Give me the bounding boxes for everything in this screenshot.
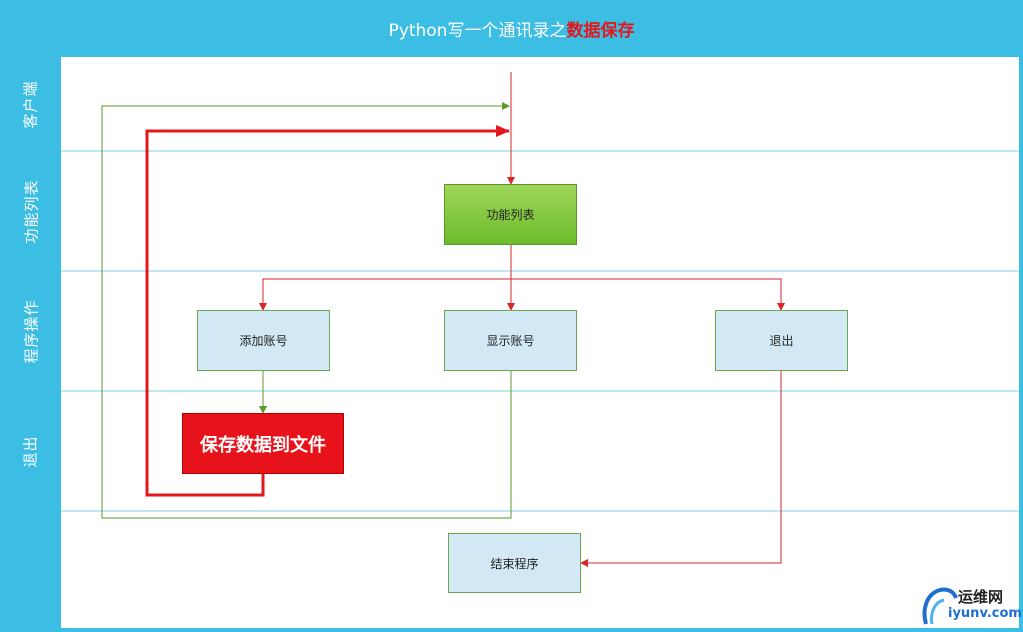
arrow-save-return-loop (145, 125, 510, 497)
node-end-program: 结束程序 (448, 533, 581, 593)
bottom-border (0, 628, 1023, 632)
right-border (1019, 57, 1023, 632)
watermark-url: iyunv.com (948, 606, 1022, 621)
watermark-logo-icon (922, 587, 958, 625)
diagram-title: Python写一个通讯录之数据保存 (0, 0, 1023, 57)
node-save-data-to-file: 保存数据到文件 (182, 413, 344, 474)
node-show-account: 显示账号 (444, 310, 577, 371)
node-exit: 退出 (715, 310, 848, 371)
node-function-list: 功能列表 (444, 184, 577, 245)
title-prefix: Python写一个通讯录之 (388, 21, 567, 41)
branch-line (262, 278, 782, 310)
watermark: 运维网 iyunv.com (918, 584, 1022, 628)
arrow-exit-to-end (580, 371, 782, 567)
title-highlight: 数据保存 (566, 21, 635, 41)
arrow-show-return-loop (101, 102, 512, 519)
lane-header-column (0, 57, 61, 632)
watermark-name: 运维网 (958, 588, 1004, 606)
node-add-account: 添加账号 (197, 310, 330, 371)
